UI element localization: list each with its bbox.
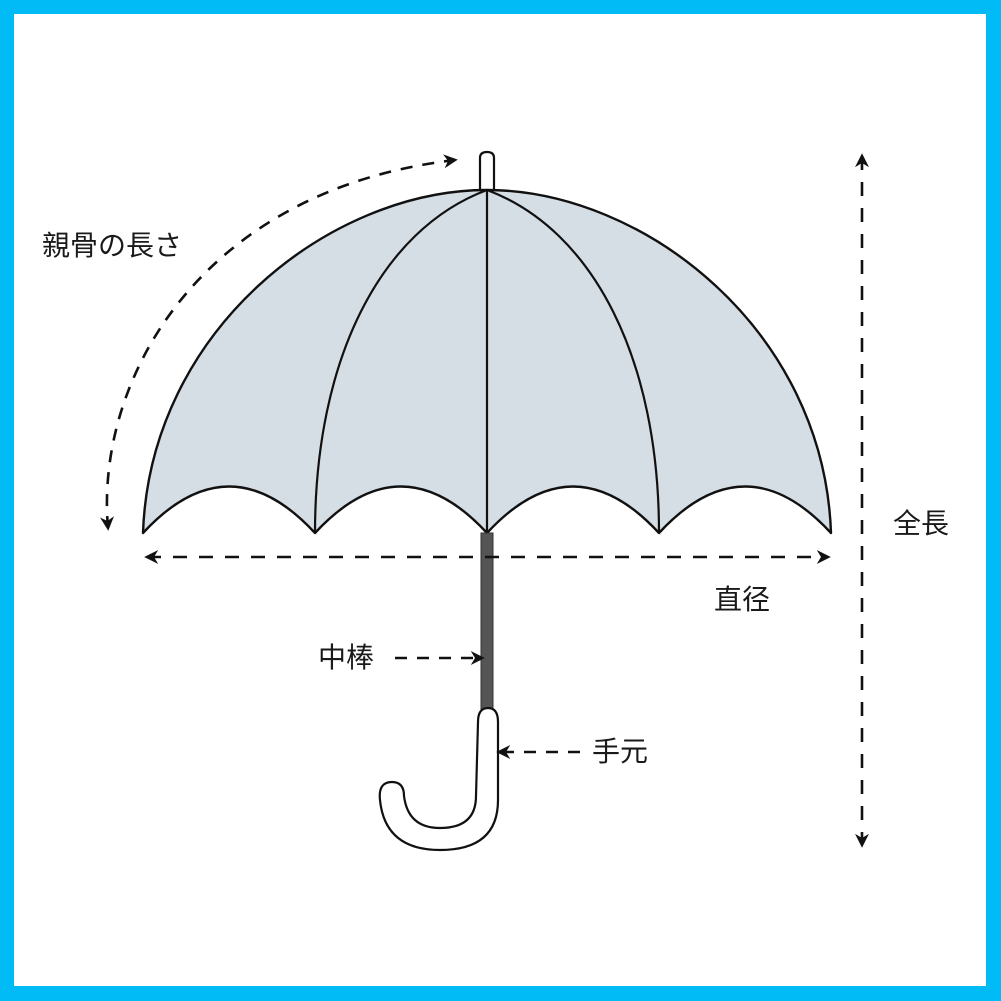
umbrella-shaft (480, 532, 494, 714)
umbrella-tip (478, 150, 496, 192)
rib-length-arrow (100, 154, 458, 531)
umbrella-handle (378, 706, 500, 852)
rib-length-label: 親骨の長さ (42, 229, 183, 262)
handle-label: 手元 (592, 735, 649, 768)
umbrella-canopy (141, 188, 833, 535)
shaft-label: 中棒 (318, 641, 375, 674)
total-length-label: 全長 (893, 507, 950, 540)
rib-right (486, 188, 661, 534)
diameter-label: 直径 (714, 583, 771, 616)
